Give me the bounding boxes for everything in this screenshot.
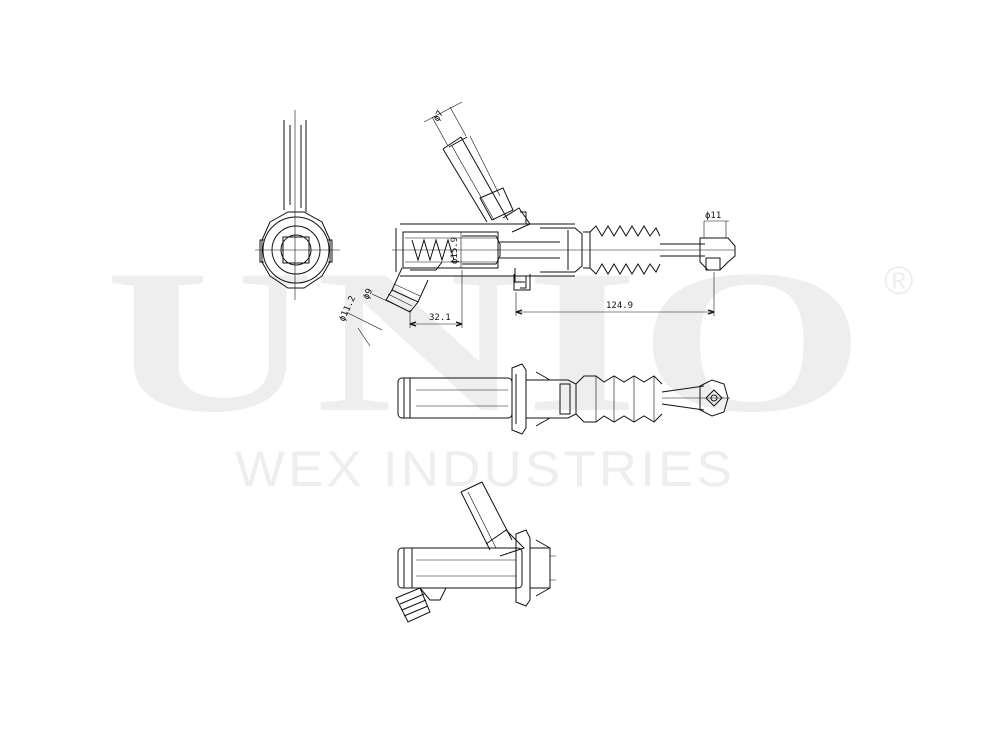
watermark-company: WEX INDUSTRIES bbox=[235, 441, 735, 497]
dimension-outlet-diameter: ϕ11 bbox=[705, 211, 721, 221]
watermark: UNIO ® WEX INDUSTRIES bbox=[105, 228, 913, 497]
dimension-tube-diameter: ϕ7 bbox=[432, 109, 446, 123]
section-view: ϕ7 ϕ11 ϕ15.9 ϕ9 ϕ11.2 32.1 124.9 bbox=[338, 101, 736, 347]
watermark-brand: UNIO bbox=[105, 228, 865, 455]
dimension-bore-diameter: ϕ15.9 bbox=[450, 237, 460, 264]
side-view bbox=[395, 481, 556, 623]
dimension-inlet-diameter: ϕ9 bbox=[362, 287, 376, 301]
watermark-registered-mark: ® bbox=[884, 259, 913, 303]
dimension-offset-length: 32.1 bbox=[429, 313, 451, 323]
top-view bbox=[397, 363, 730, 435]
dimension-overall-length: 124.9 bbox=[606, 301, 633, 311]
end-view bbox=[255, 110, 340, 300]
